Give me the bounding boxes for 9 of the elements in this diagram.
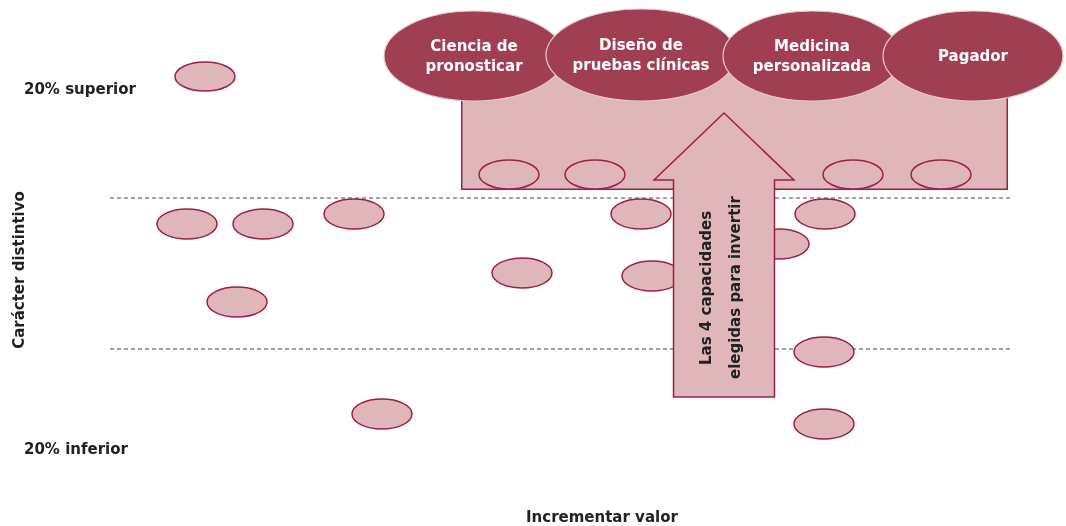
axis-title: Incrementar valor <box>526 508 678 526</box>
axis-tick-label: 20% inferior <box>24 440 128 458</box>
capability-label: Medicina personalizada <box>751 36 873 76</box>
capability-label: Ciencia de pronosticar <box>424 36 524 76</box>
capability-label: Diseño de pruebas clínicas <box>571 35 711 75</box>
arrow-label: Las 4 capacidades elegidas para invertir <box>695 195 745 382</box>
axis-title: Carácter distintivo <box>10 191 28 349</box>
axis-tick-label: 20% superior <box>24 80 136 98</box>
capability-label: Pagador <box>937 46 1009 66</box>
